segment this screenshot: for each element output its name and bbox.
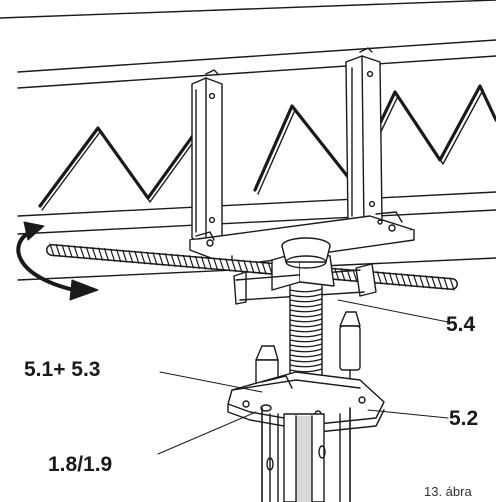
callout-5-1-5-3: 5.1+ 5.3 xyxy=(24,358,101,381)
figure-caption: 13. ábra xyxy=(424,484,472,499)
leader-1-8-1-9 xyxy=(157,411,257,455)
spindle-top xyxy=(281,237,331,269)
leader-lines xyxy=(157,299,449,455)
leader-5-2 xyxy=(367,409,449,419)
right-bracket xyxy=(345,47,383,231)
callout-5-4: 5.4 xyxy=(446,313,476,336)
callout-5-2: 5.2 xyxy=(449,407,479,430)
prop-tube xyxy=(260,404,351,502)
rotation-arrow-icon xyxy=(16,221,99,301)
callout-1-8-1-9: 1.8/1.9 xyxy=(48,453,113,476)
threaded-spindle xyxy=(289,285,323,379)
leader-5-4 xyxy=(337,299,449,323)
leader-5-1-5-3 xyxy=(159,371,263,393)
left-bracket xyxy=(191,69,223,247)
